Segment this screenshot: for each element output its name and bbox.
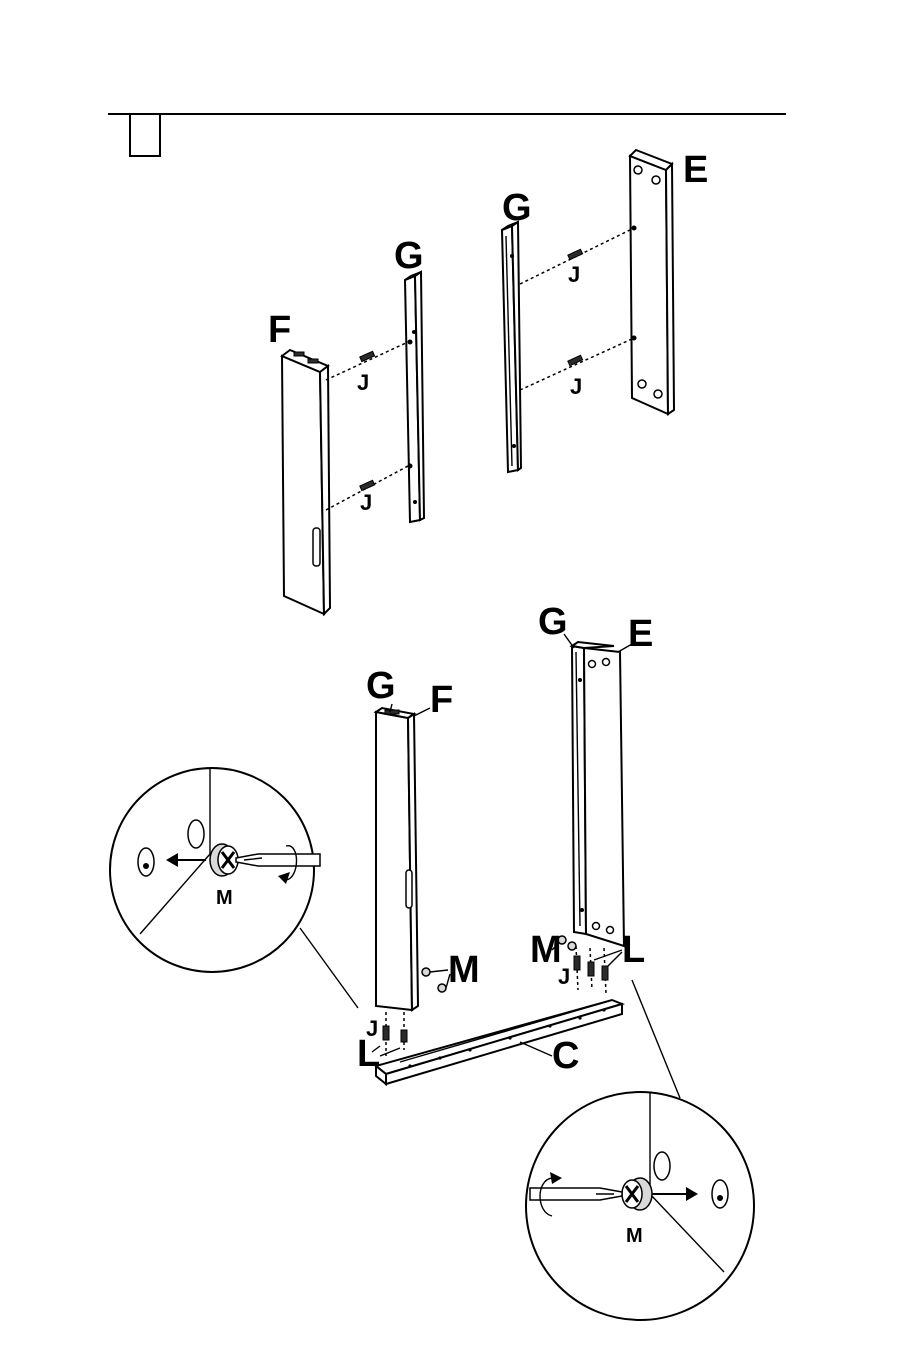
- leader-C: [520, 1042, 552, 1056]
- detail-circle-right: M: [526, 1092, 754, 1320]
- cam-locks-left: [422, 968, 450, 992]
- label-bot-L-right: L: [622, 929, 645, 971]
- panel-E-top: [630, 150, 674, 414]
- panel-F-top: [282, 350, 330, 614]
- detail-circle-left: M: [110, 768, 320, 972]
- label-detail-right-M: M: [626, 1225, 643, 1247]
- label-top-J4: J: [570, 374, 582, 399]
- panel-F-handle-cutout: [313, 528, 320, 566]
- leader-detail-right: [632, 980, 680, 1098]
- label-detail-left-M: M: [216, 887, 233, 909]
- label-bot-M-left: M: [448, 949, 480, 991]
- label-top-G-right: G: [502, 187, 532, 229]
- leader-detail-left: [300, 928, 358, 1008]
- label-bot-E: E: [628, 613, 653, 655]
- upright-G-E-right: [572, 642, 624, 946]
- top-exploded-view: F G J J: [268, 149, 708, 614]
- fasteners-right: [574, 946, 622, 994]
- upright-F-G-left: [376, 708, 418, 1010]
- label-bot-J-right: J: [558, 964, 570, 989]
- label-bot-G-left: G: [366, 665, 396, 707]
- panel-F-handle-cutout-bottom: [406, 870, 412, 908]
- label-top-J1: J: [357, 370, 369, 395]
- bottom-assembly-view: C G F M: [300, 601, 680, 1098]
- label-bot-C: C: [552, 1035, 579, 1077]
- base-panel-C: [376, 1000, 622, 1084]
- label-top-J3: J: [568, 262, 580, 287]
- label-bot-L-left: L: [357, 1033, 380, 1075]
- label-top-F: F: [268, 309, 291, 351]
- dowels-F-G: [326, 340, 413, 511]
- rail-G-top-right: [502, 222, 521, 472]
- rail-G-top-left: [405, 272, 424, 522]
- label-bot-M-right: M: [530, 929, 562, 971]
- label-top-E: E: [683, 149, 708, 191]
- label-bot-F: F: [430, 679, 453, 721]
- leader-bot-F: [414, 708, 430, 716]
- label-top-J2: J: [360, 490, 372, 515]
- label-bot-G-right: G: [538, 601, 568, 643]
- dowels-G-E: [520, 226, 637, 391]
- label-top-G-left: G: [394, 235, 424, 277]
